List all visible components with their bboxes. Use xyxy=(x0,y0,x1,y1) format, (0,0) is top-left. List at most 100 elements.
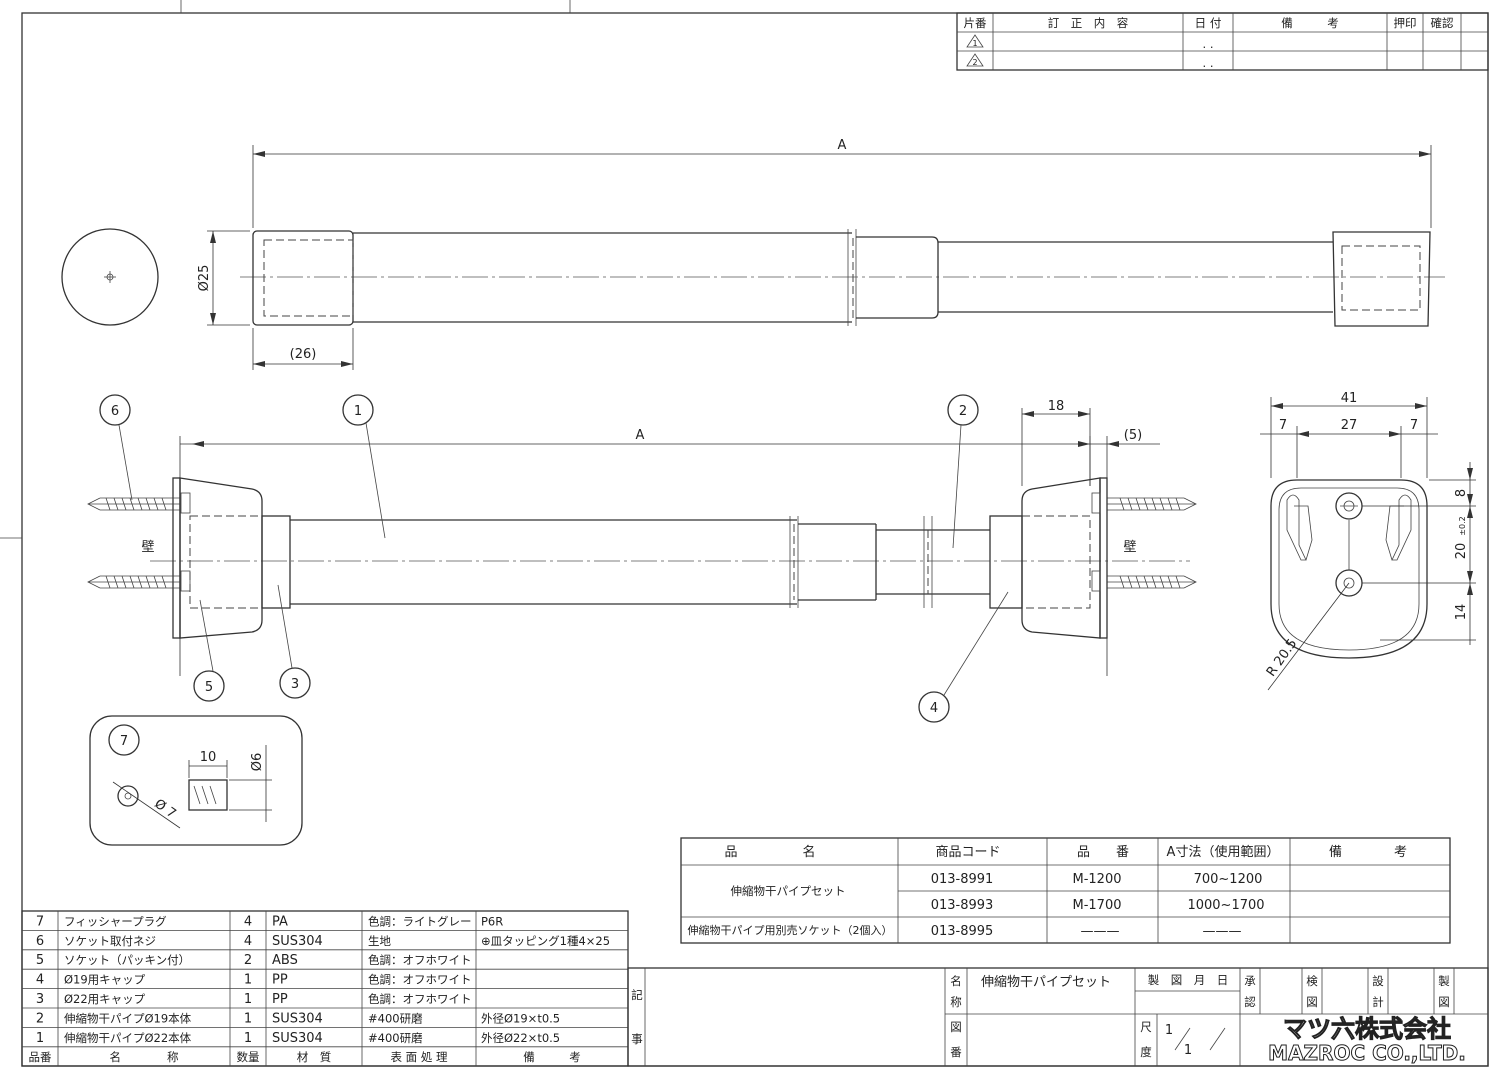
socket-front-view: 41 7 27 7 8 20 ±0.2 14 R 20.5 xyxy=(1260,391,1476,691)
rev-date-1: . . xyxy=(1203,37,1214,51)
right-screws xyxy=(1091,492,1197,592)
parts-row-3-no: 3 xyxy=(36,992,44,1007)
check-label-1: 検 xyxy=(1306,974,1318,988)
dim-7b: 7 xyxy=(1410,418,1418,433)
parts-row-7-finish: 色調：ライトグレー xyxy=(368,914,472,928)
rev-header-check: 確認 xyxy=(1431,16,1454,30)
parts-header-3: 材 質 xyxy=(297,1050,332,1064)
svg-text:5: 5 xyxy=(205,680,213,695)
parts-row-5-finish: 色調：オフホワイト xyxy=(368,953,472,967)
sheet-border xyxy=(21,12,1489,1067)
name-label-2: 称 xyxy=(950,995,962,1009)
prod-header-range: A寸法（使用範囲） xyxy=(1167,844,1280,860)
title-block: 記 事 名 称 伸縮物干パイプセット 製 図 月 日 承 認 検 図 設 計 製… xyxy=(627,967,1489,1067)
check-label-2: 図 xyxy=(1306,995,1318,1009)
top-pipe-view: A Ø25 (26) xyxy=(61,138,1445,370)
parts-row-2-qty: 1 xyxy=(244,1011,252,1026)
dim-27: 27 xyxy=(1341,418,1358,433)
dim-41: 41 xyxy=(1341,391,1358,406)
dim-a-mid: A xyxy=(636,428,645,443)
name-label-1: 名 xyxy=(950,974,962,988)
prod-header-name: 品 名 xyxy=(724,844,815,860)
dim-5: (5) xyxy=(1124,428,1142,443)
prod-row3-name: 伸縮物干パイプ用別売ソケット（2個入） xyxy=(688,923,893,937)
dim-14: 14 xyxy=(1454,604,1469,621)
pipe-end-view xyxy=(61,228,159,326)
svg-text:1: 1 xyxy=(354,404,362,419)
parts-row-7-no: 7 xyxy=(36,914,44,929)
dim-dia25: Ø25 xyxy=(197,265,212,292)
balloon-6: 6 xyxy=(99,394,133,501)
prod-row3-part: ——— xyxy=(1081,924,1120,939)
scale-den: 1 xyxy=(1184,1043,1192,1058)
rev-header-seal: 押印 xyxy=(1394,16,1417,30)
parts-row-7-name: フィッシャープラグ xyxy=(64,914,167,928)
prod-row3-code: 013-8995 xyxy=(931,924,994,939)
wall-label-left: 壁 xyxy=(141,540,154,555)
balloon-5: 5 xyxy=(193,599,225,702)
parts-row-7-note: P6R xyxy=(481,914,503,928)
rev-triangle-2 xyxy=(966,53,984,67)
prod-header-part: 品 番 xyxy=(1077,845,1129,860)
draft-label-2: 図 xyxy=(1438,995,1450,1009)
prod-header-note: 備 考 xyxy=(1329,844,1407,860)
prod-header-code: 商品コード xyxy=(935,845,1000,860)
rev-triangle-1 xyxy=(966,34,984,48)
dim-10: 10 xyxy=(200,750,217,765)
zuban-label-1: 図 xyxy=(950,1020,962,1034)
parts-header-1: 名 称 xyxy=(110,1050,179,1064)
prod-row2-range: 1000~1700 xyxy=(1187,898,1264,913)
parts-row-6-no: 6 xyxy=(36,934,44,949)
svg-text:2: 2 xyxy=(959,404,967,419)
parts-row-2-no: 2 xyxy=(36,1011,44,1026)
parts-row-4-name: Ø19用キャップ xyxy=(64,973,146,987)
top-right-cap xyxy=(1332,231,1431,327)
parts-row-3-qty: 1 xyxy=(244,992,252,1007)
dim-20: 20 xyxy=(1454,543,1469,560)
left-screws xyxy=(87,492,191,592)
left-socket xyxy=(179,477,263,639)
draft-label-1: 製 xyxy=(1438,974,1450,988)
product-table: 品 名 商品コード 品 番 A寸法（使用範囲） 備 考 伸縮物干パイプセット 0… xyxy=(680,837,1451,944)
prod-row1-name: 伸縮物干パイプセット xyxy=(731,884,846,898)
parts-row-2-finish: #400研磨 xyxy=(368,1011,423,1025)
rev-mark-2: 2 xyxy=(972,58,977,67)
dim-7a: 7 xyxy=(1279,418,1287,433)
assembly-view: 壁 壁 A 18 (5) 6 1 2 xyxy=(87,394,1197,723)
approve-label-1: 承 xyxy=(1244,974,1256,988)
drawing-date-label: 製 図 月 日 xyxy=(1148,973,1229,987)
parts-header-2: 数量 xyxy=(237,1050,260,1064)
parts-row-1-finish: #400研磨 xyxy=(368,1031,423,1045)
prod-row3-range: ——— xyxy=(1203,924,1242,939)
parts-row-4-qty: 1 xyxy=(244,973,252,988)
balloon-2: 2 xyxy=(947,394,979,549)
revision-table: 片番 訂 正 内 容 日 付 備 考 押印 確認 1 2 . . . . xyxy=(956,12,1489,71)
rev-header-note: 備 考 xyxy=(1281,16,1339,30)
right-socket xyxy=(1021,477,1101,639)
parts-row-7-material: PA xyxy=(272,914,288,929)
company-en: MAZROC CO.,LTD. xyxy=(1268,1041,1466,1065)
parts-row-4-finish: 色調：オフホワイト xyxy=(368,973,472,987)
parts-row-6-finish: 生地 xyxy=(368,934,391,948)
company-jp: マツ六株式会社 xyxy=(1283,1015,1451,1043)
parts-row-5-qty: 2 xyxy=(244,953,252,968)
parts-row-2-name: 伸縮物干パイプØ19本体 xyxy=(64,1011,192,1025)
parts-row-7-qty: 4 xyxy=(244,914,252,929)
rev-mark-1: 1 xyxy=(972,39,977,48)
prod-row1-range: 700~1200 xyxy=(1194,872,1263,887)
parts-row-5-no: 5 xyxy=(36,953,44,968)
ji-label: 事 xyxy=(631,1032,643,1046)
rev-header-no: 片番 xyxy=(964,16,987,30)
parts-row-1-name: 伸縮物干パイプØ22本体 xyxy=(64,1031,192,1045)
parts-row-1-qty: 1 xyxy=(244,1031,252,1046)
prod-row2-part: M-1700 xyxy=(1073,898,1122,913)
top-left-cap xyxy=(252,230,354,326)
parts-row-4-material: PP xyxy=(272,973,288,988)
scale-label-2: 度 xyxy=(1140,1045,1152,1059)
plug-detail: 7 Ø 7 10 Ø6 xyxy=(89,715,303,846)
prod-row1-code: 013-8991 xyxy=(931,872,994,887)
dim-dia6: Ø6 xyxy=(250,753,265,772)
parts-row-1-note: 外径Ø22×t0.5 xyxy=(481,1031,560,1045)
